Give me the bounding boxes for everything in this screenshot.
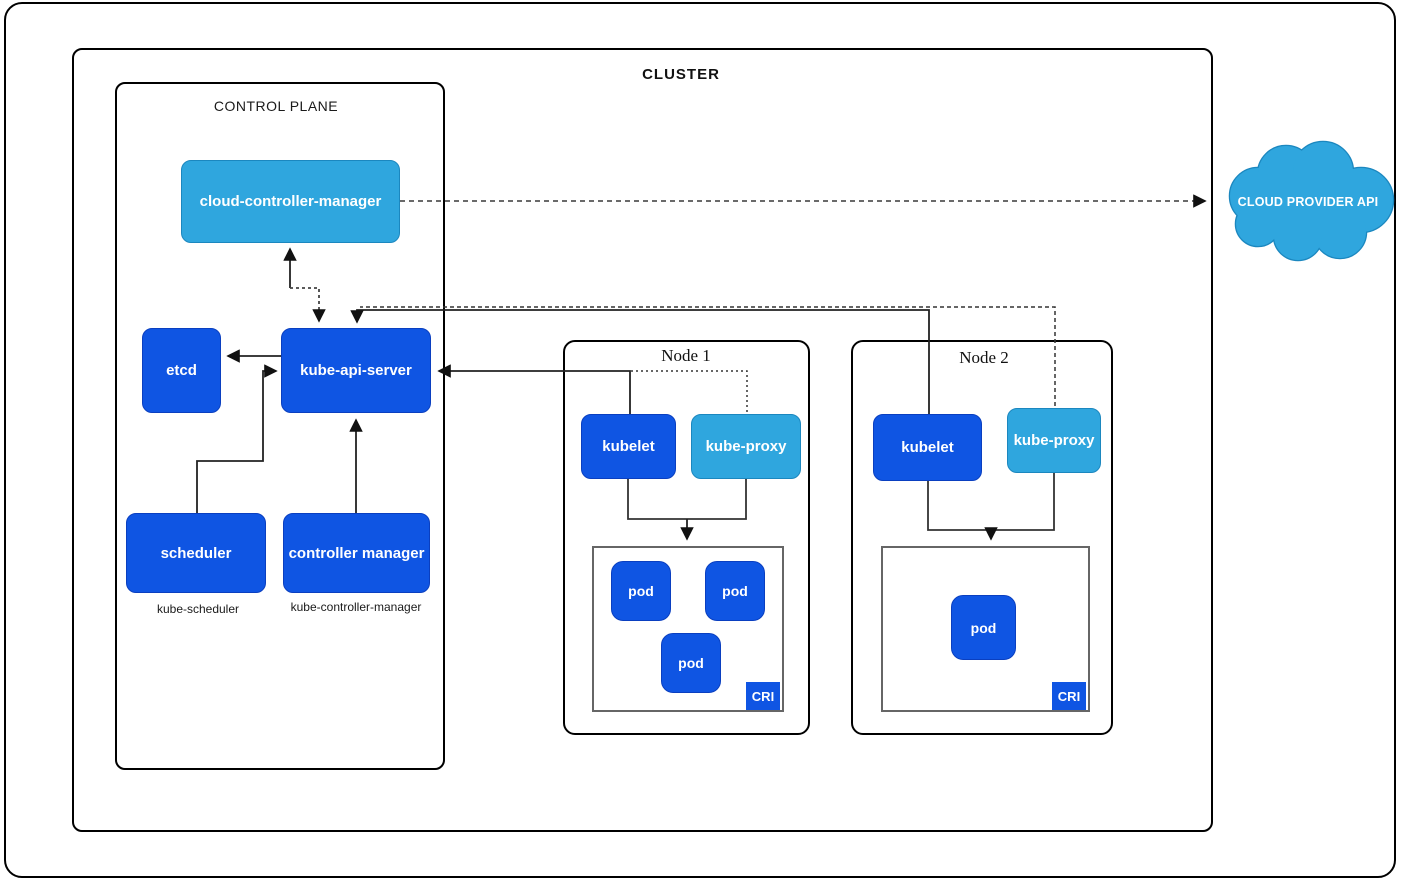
node1-pod-2-label: pod: [722, 583, 748, 599]
cloud-controller-manager-box: cloud-controller-manager: [181, 160, 400, 243]
control-plane-box: [115, 82, 445, 770]
node2-kube-proxy-label: kube-proxy: [1013, 432, 1095, 449]
cloud-controller-manager-label: cloud-controller-manager: [199, 193, 382, 210]
etcd-label: etcd: [166, 362, 197, 379]
controller-manager-label: controller manager: [288, 544, 425, 562]
node1-kubelet-label: kubelet: [602, 438, 655, 455]
node2-kubelet-label: kubelet: [901, 439, 954, 456]
scheduler-label: scheduler: [160, 544, 232, 562]
node1-pod-1-label: pod: [628, 583, 654, 599]
controller-manager-box: controller manager: [283, 513, 430, 593]
node2-cri-container: CRI: [881, 546, 1090, 712]
cluster-box: [72, 48, 1213, 832]
node1-pod-1: pod: [611, 561, 671, 621]
node1-pod-3: pod: [661, 633, 721, 693]
scheduler-box: scheduler: [126, 513, 266, 593]
kube-api-server-label: kube-api-server: [300, 362, 412, 379]
node1-kube-proxy-box: kube-proxy: [691, 414, 801, 479]
node1-pod-3-label: pod: [678, 655, 704, 671]
node2-kubelet-box: kubelet: [873, 414, 982, 481]
node2-title: Node 2: [959, 348, 1009, 367]
node1-cri-badge: CRI: [746, 682, 780, 710]
node1-cri-container: CRI: [592, 546, 784, 712]
node1-kubelet-box: kubelet: [581, 414, 676, 479]
node1-kube-proxy-label: kube-proxy: [705, 438, 787, 455]
kube-api-server-box: kube-api-server: [281, 328, 431, 413]
cloud-provider-api-label: CLOUD PROVIDER API: [1237, 195, 1379, 209]
control-plane-title: CONTROL PLANE: [213, 98, 339, 114]
node2-pod-1-label: pod: [970, 619, 997, 636]
node2-cri-badge: CRI: [1052, 682, 1086, 710]
cluster-title: CLUSTER: [642, 66, 720, 83]
node2-kube-proxy-box: kube-proxy: [1007, 408, 1101, 473]
node1-pod-2: pod: [705, 561, 765, 621]
scheduler-caption: kube-scheduler: [156, 602, 240, 616]
controller-manager-caption: kube-controller-manager: [290, 600, 422, 614]
node1-title: Node 1: [661, 346, 711, 365]
etcd-box: etcd: [142, 328, 221, 413]
node2-pod-1: pod: [951, 595, 1016, 660]
diagram-outer-border: [4, 2, 1396, 878]
